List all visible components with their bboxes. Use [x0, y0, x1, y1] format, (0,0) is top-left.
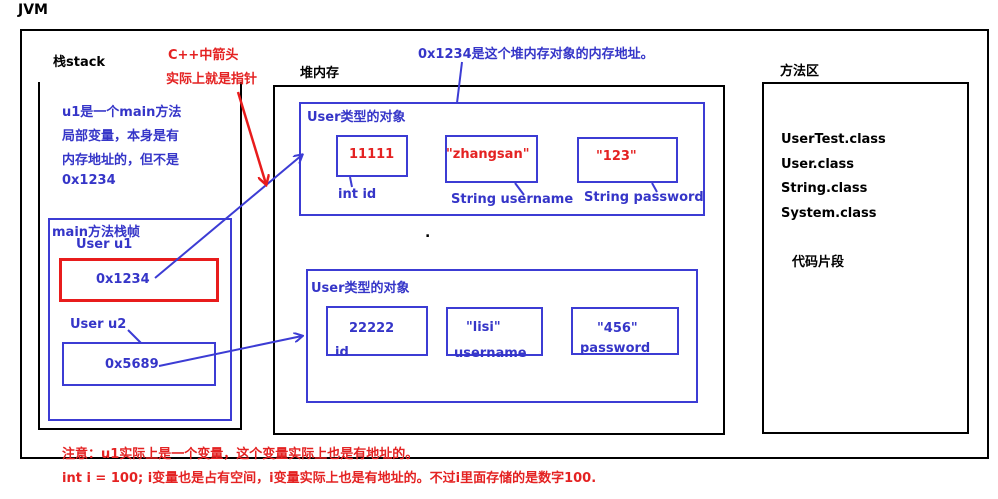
object2-id-label: id — [335, 345, 349, 360]
password-label-connector — [651, 182, 658, 193]
jvm-container — [20, 29, 989, 459]
jvm-label: JVM — [18, 2, 48, 18]
object2-id-value: 22222 — [349, 321, 395, 336]
u1-pointer-arrow — [154, 155, 302, 279]
class-system: System.class — [781, 206, 877, 221]
user-object-2 — [306, 269, 698, 403]
object1-username-value: "zhangsan" — [446, 147, 530, 162]
object2-title: User类型的对象 — [311, 281, 410, 296]
stack-note-line-1: u1是一个main方法 — [62, 105, 182, 120]
u2-label: User u2 — [70, 317, 127, 332]
heap-address-note: 0x1234是这个堆内存对象的内存地址。 — [418, 47, 654, 62]
main-stack-frame — [48, 218, 232, 421]
heap-region — [273, 85, 725, 435]
u2-value: 0x5689 — [105, 357, 159, 372]
stack-note-line-2: 局部变量，本身是有 — [62, 129, 180, 144]
u2-variable-box — [62, 342, 216, 386]
username-label-connector — [514, 182, 525, 196]
object1-id-value: 11111 — [349, 147, 395, 162]
heap-separator-dot: . — [425, 225, 431, 241]
object2-username-value: "lisi" — [466, 320, 501, 335]
u1-variable-box — [59, 258, 219, 302]
cpp-note-line-1: C++中箭头 — [168, 48, 239, 63]
footer-note-1: 注意：u1实际上是一个变量，这个变量实际上也是有地址的。 — [62, 447, 419, 462]
stack-region — [38, 82, 242, 430]
object1-title: User类型的对象 — [307, 110, 406, 125]
cpp-note-line-2: 实际上就是指针 — [166, 72, 258, 87]
stack-title: 栈stack — [53, 55, 106, 70]
object2-username-label: username — [454, 346, 527, 361]
heap-title: 堆内存 — [300, 66, 340, 81]
object1-username-label: String username — [451, 192, 574, 207]
object2-username-box — [446, 307, 543, 356]
object1-password-box — [577, 137, 678, 183]
object1-password-value: "123" — [596, 149, 637, 164]
object2-password-box — [571, 307, 679, 355]
method-area-title: 方法区 — [780, 64, 820, 79]
object1-password-label: String password — [584, 190, 704, 205]
main-frame-title: main方法栈帧 — [52, 225, 141, 240]
method-area-region — [762, 82, 969, 434]
footer-note-2: int i = 100; i变量也是占有空间，i变量实际上也是有地址的。不过i里… — [62, 471, 597, 486]
code-segment-label: 代码片段 — [792, 255, 845, 270]
u1-value: 0x1234 — [96, 272, 150, 287]
object1-username-box — [445, 135, 538, 183]
object1-id-box — [336, 135, 408, 177]
object2-password-value: "456" — [597, 321, 638, 336]
stack-note-line-3: 内存地址的，但不是 — [62, 153, 180, 168]
cpp-note-arrow — [236, 91, 266, 184]
class-string: String.class — [781, 181, 868, 196]
u2-pointer-arrow — [158, 336, 302, 367]
address-note-connector — [456, 61, 463, 104]
object1-id-label: int id — [338, 187, 377, 202]
u2-label-connector — [127, 329, 142, 344]
object2-id-box — [326, 306, 428, 356]
class-user: User.class — [781, 157, 855, 172]
u1-label: User u1 — [76, 237, 133, 252]
object2-password-label: password — [580, 341, 651, 356]
class-usertest: UserTest.class — [781, 132, 886, 147]
stack-note-line-4: 0x1234 — [62, 173, 116, 188]
id-label-connector — [349, 176, 353, 188]
